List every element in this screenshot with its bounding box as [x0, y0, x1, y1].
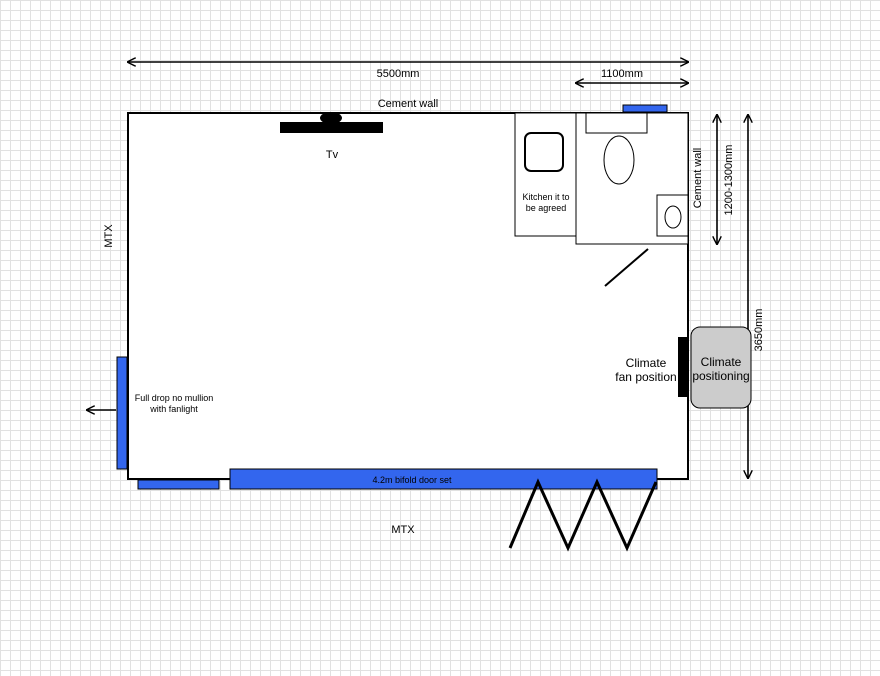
toilet-bowl — [603, 135, 635, 185]
climate-fan-label-line2: fan position — [615, 370, 676, 384]
kitchen-sink — [524, 132, 564, 172]
climate-fan — [678, 337, 687, 397]
climate-unit — [690, 326, 752, 409]
bifold-label: 4.2m bifold door set — [372, 475, 452, 485]
cement-wall-right-label: Cement wall — [692, 148, 704, 209]
tv-mount — [320, 112, 342, 124]
tv-label: Tv — [326, 149, 339, 161]
kitchen-area — [514, 112, 577, 237]
bottom-window — [137, 479, 220, 490]
dimension-bathroom-depth: 1200-1300mm — [723, 145, 735, 216]
bifold-door-set — [229, 468, 658, 490]
bathroom-door-swing — [604, 248, 649, 287]
window-label-line2: with fanlight — [149, 404, 198, 414]
mtx-bottom-label: MTX — [391, 524, 415, 536]
cement-wall-top-label: Cement wall — [378, 98, 439, 110]
climate-fan-label-line1: Climate — [626, 356, 667, 370]
toilet-cistern — [585, 112, 648, 134]
bifold-fold-lines — [508, 478, 658, 552]
kitchen-label-line2: be agreed — [526, 203, 567, 213]
climate-unit-label-line2: positioning — [692, 369, 749, 383]
climate-unit-label-line1: Climate — [701, 355, 742, 369]
dimension-total-width: 5500mm — [377, 68, 420, 80]
dimension-toilet-width: 1100mm — [601, 68, 643, 80]
bathroom-window — [622, 104, 668, 113]
full-drop-window — [116, 356, 128, 470]
basin-bowl — [664, 205, 682, 229]
kitchen-label-line1: Kitchen it to — [522, 192, 569, 202]
window-label-line1: Full drop no mullion — [135, 393, 214, 403]
tv-unit — [280, 122, 383, 133]
mtx-left-label: MTX — [103, 224, 115, 248]
dimension-total-depth: 3650mm — [753, 309, 765, 352]
